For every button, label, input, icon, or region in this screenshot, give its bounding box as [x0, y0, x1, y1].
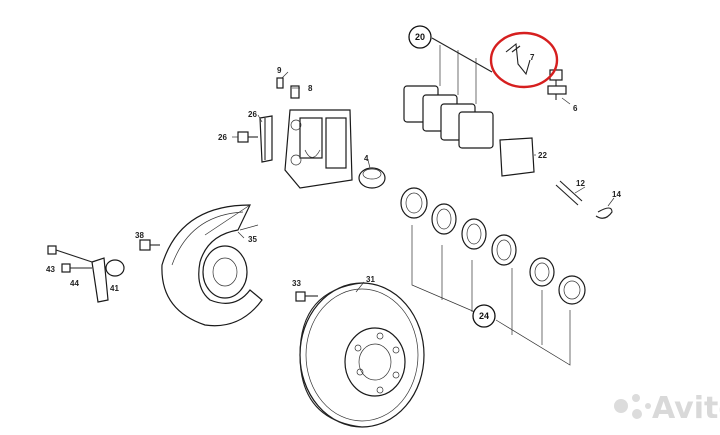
piston — [358, 167, 386, 189]
part-label-35: 35 — [248, 235, 257, 244]
part-label-14: 14 — [612, 190, 621, 199]
label-leaders — [232, 71, 615, 293]
part-label-20: 20 — [408, 25, 432, 49]
caliper-bolt — [237, 131, 258, 143]
disc-bolt — [295, 291, 318, 302]
brake-disc — [299, 282, 425, 428]
seal-kit-leaders — [411, 225, 571, 366]
part-label-4: 4 — [364, 154, 369, 163]
part-label-41: 41 — [110, 284, 119, 293]
highlighted-part-7 — [489, 31, 559, 89]
caliper-housing — [284, 109, 353, 189]
bleed-screw — [276, 77, 300, 99]
part-label-22: 22 — [538, 151, 547, 160]
part-label-6: 6 — [573, 104, 578, 113]
guide-pin — [555, 180, 583, 206]
part-label-24: 24 — [472, 304, 496, 328]
mounting-bracket — [47, 239, 160, 303]
svg-text:24: 24 — [479, 311, 489, 321]
retaining-clip — [595, 207, 613, 219]
anti-squeal-shim — [499, 137, 535, 177]
avito-watermark: Avito — [614, 391, 720, 426]
part-label-38: 38 — [135, 231, 144, 240]
seal-kit-rings — [400, 187, 586, 305]
part-label-8: 8 — [308, 84, 313, 93]
svg-text:20: 20 — [415, 32, 425, 42]
dust-shield — [161, 204, 263, 327]
svg-text:Avito: Avito — [652, 391, 720, 426]
brake-pads — [403, 45, 494, 149]
avito-logo-icon — [614, 394, 651, 419]
part-label-26-lower: 26 — [218, 133, 227, 142]
part-label-43: 43 — [46, 265, 55, 274]
caliper-bracket — [259, 115, 273, 163]
part-label-44: 44 — [70, 279, 79, 288]
part-label-26-upper: 26 — [248, 110, 257, 119]
part-label-7: 7 — [530, 53, 535, 62]
part-label-33: 33 — [292, 279, 301, 288]
part-label-9: 9 — [277, 66, 282, 75]
part-label-12: 12 — [576, 179, 585, 188]
part-label-31: 31 — [366, 275, 375, 284]
